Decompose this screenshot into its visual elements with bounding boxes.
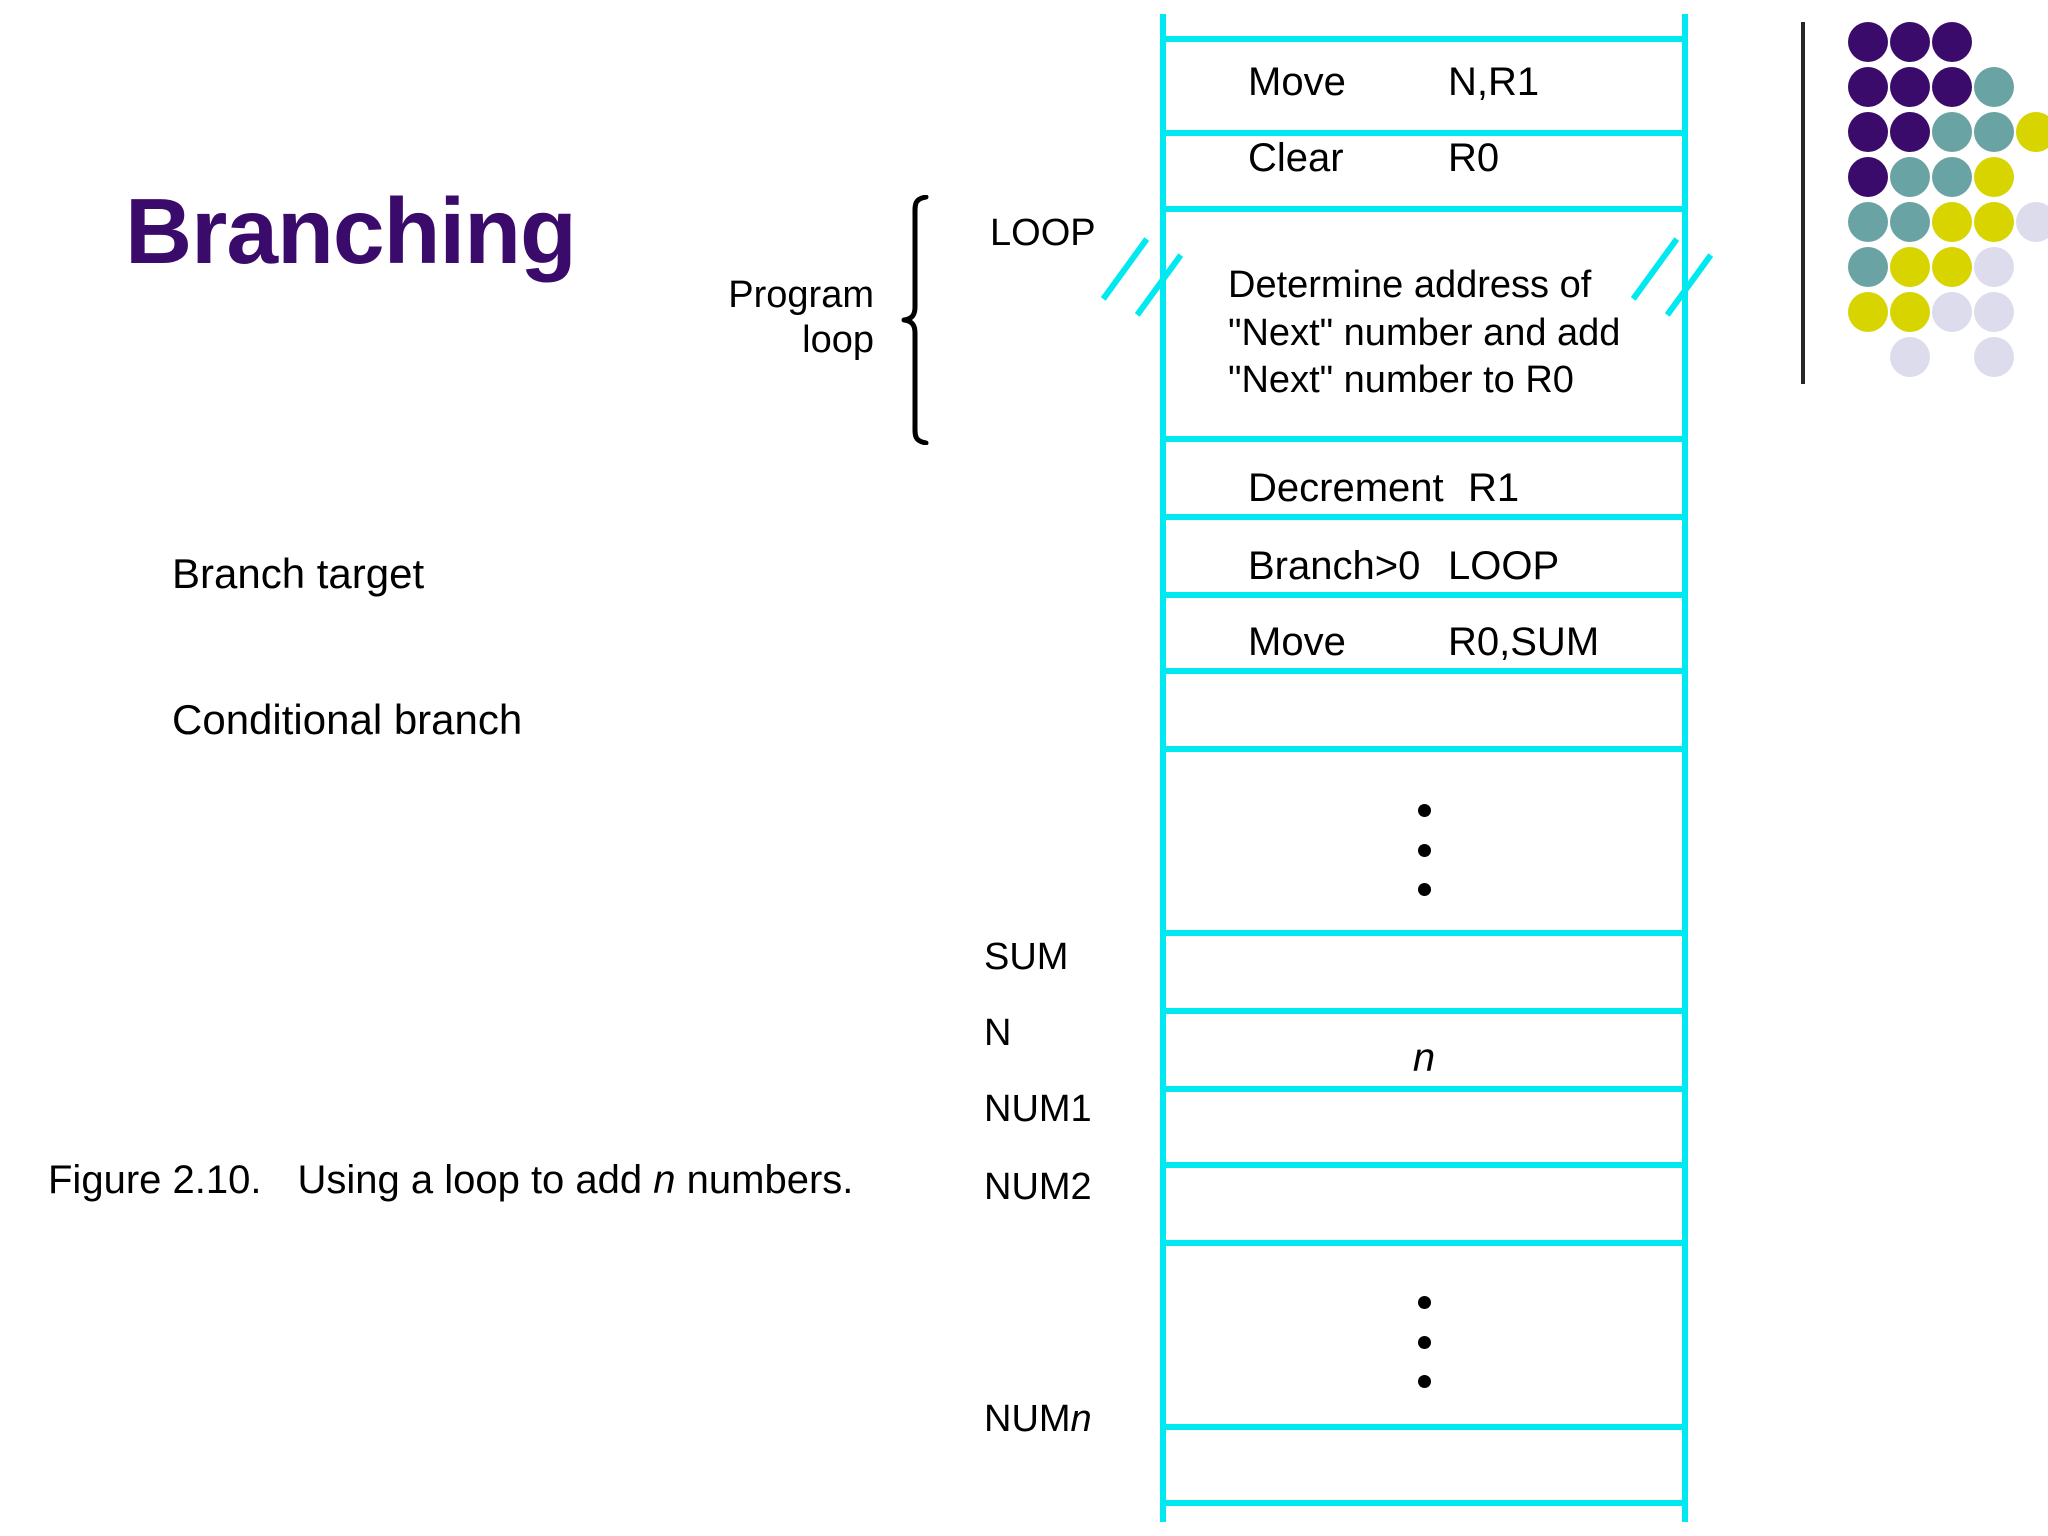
num-n-prefix: NUM [984,1398,1071,1440]
instruction-arg: LOOP [1448,544,1560,588]
logo-dot-purple [1890,22,1930,62]
logo-dot-yellow [2016,112,2048,152]
table-separator [1160,36,1688,42]
table-break-mark-left [1100,232,1192,317]
instruction-arg: R1 [1468,466,1520,510]
logo-dot-lavender [2016,202,2048,242]
table-break-mark-right [1630,232,1722,317]
logo-dot-yellow [1974,157,2014,197]
logo-dot-teal [1890,157,1930,197]
logo-dot-purple [1848,112,1888,152]
logo-dot-teal [1974,112,2014,152]
table-separator [1160,1500,1688,1506]
logo-dot-lavender [1890,337,1930,377]
figure-number: Figure 2.10. [48,1158,262,1202]
note-conditional-branch: Conditional branch [172,696,523,743]
row-label-loop: LOOP [990,212,1096,254]
table-separator [1160,668,1688,674]
memory-table: Move N,R1 Clear R0 Determine address of … [1100,14,1714,1522]
page-title: Branching [125,179,577,283]
instruction-op: Decrement [1248,466,1444,510]
ellipsis-dot [1417,1375,1431,1388]
logo-dot-yellow [1848,292,1888,332]
caption-text-after: numbers. [675,1158,854,1202]
logo-dot-purple [1848,157,1888,197]
row-label-num-n: NUMn [984,1398,1092,1441]
logo-dot-teal [1932,112,1972,152]
table-separator [1160,436,1688,442]
instruction-arg: R0,SUM [1448,620,1600,664]
instruction-op: Clear [1248,136,1344,180]
instruction-arg: R0 [1448,136,1500,180]
caption-text-before: Using a loop to add [297,1158,654,1202]
table-separator [1160,1240,1688,1246]
table-separator [1160,930,1688,936]
instruction-op: Branch>0 [1248,544,1421,588]
logo-dot-purple [1848,67,1888,107]
instruction-arg: N,R1 [1448,60,1540,104]
logo-dot-purple [1848,22,1888,62]
program-loop-label: Program loop [728,273,874,363]
logo-dot-teal [1974,67,2014,107]
table-separator [1160,130,1688,136]
row-label-num2: NUM2 [984,1166,1092,1208]
caption-italic-n: n [653,1158,676,1202]
note-branch-target: Branch target [172,550,425,597]
logo-dot-yellow [1932,247,1972,287]
logo-dot-teal [1848,247,1888,287]
table-separator [1160,1008,1688,1014]
logo-dot-lavender [1932,292,1972,332]
logo-dot-yellow [1974,202,2014,242]
instruction-op: Move [1248,60,1346,104]
ellipsis-dot [1417,883,1431,896]
logo-dot-teal [1848,202,1888,242]
table-separator [1160,514,1688,520]
ellipsis-dot [1417,1296,1431,1309]
logo-dot-yellow [1890,292,1930,332]
ellipsis-dot [1417,1335,1431,1349]
logo-dot-lavender [1974,247,2014,287]
table-row-loop-body: Determine address of "Next" number and a… [1228,264,1621,401]
program-loop-line1: Program [728,274,874,316]
logo-dot-yellow [1932,202,1972,242]
row-label-n: N [984,1012,1012,1054]
logo-divider [1801,22,1805,384]
table-rail-left [1160,14,1166,1522]
logo-dot-teal [1890,202,1930,242]
row-label-num1: NUM1 [984,1088,1092,1130]
logo-dot-purple [1932,22,1972,62]
table-rail-right [1682,14,1688,1522]
table-separator [1160,746,1688,752]
ellipsis-dot [1417,843,1431,857]
table-row-n-value: n [1412,1036,1436,1080]
program-loop-annotation: Program loop [728,195,960,445]
table-separator [1160,592,1688,598]
instruction-op: Move [1248,620,1346,664]
table-separator [1160,206,1688,212]
table-separator [1160,1086,1688,1092]
program-loop-brace-icon [901,195,929,445]
logo-dot-grid [1848,22,2048,382]
table-separator [1160,1162,1688,1168]
row-label-sum: SUM [984,936,1069,978]
figure-caption: Figure 2.10. Using a loop to add n number… [48,1158,853,1203]
table-row-ellipsis-upper [1160,804,1688,896]
logo-dot-purple [1932,67,1972,107]
logo-dot-purple [1890,67,1930,107]
table-row-ellipsis-lower [1160,1296,1688,1388]
logo-dot-teal [1932,157,1972,197]
logo-dot-lavender [1974,337,2014,377]
ellipsis-dot [1417,804,1431,817]
program-loop-line2: loop [802,318,874,361]
num-n-italic: n [1070,1398,1092,1440]
table-separator [1160,1424,1688,1430]
logo-dot-yellow [1890,247,1930,287]
logo-dot-purple [1890,112,1930,152]
logo-dot-lavender [1974,292,2014,332]
